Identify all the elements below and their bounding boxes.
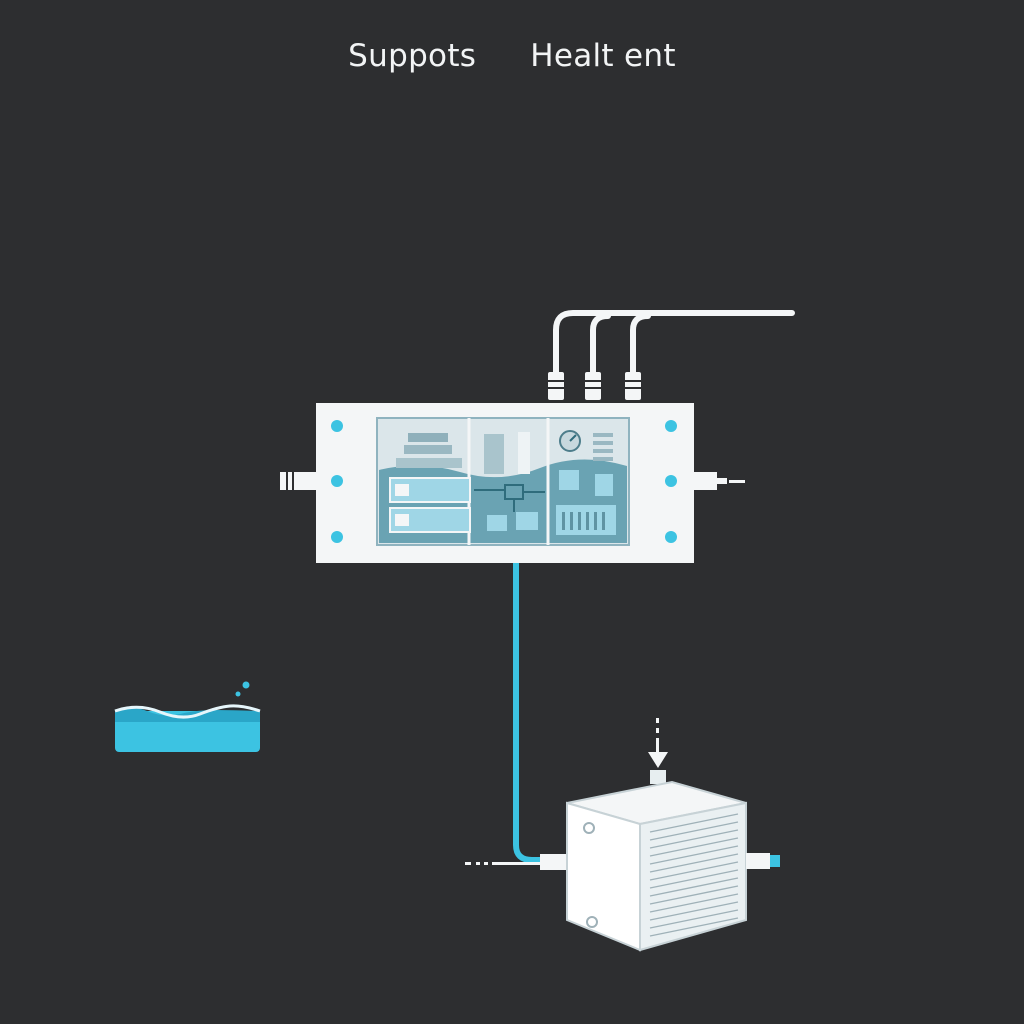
radiator-fins	[649, 813, 739, 937]
panel-left	[389, 433, 471, 533]
control-unit-icon	[280, 403, 745, 563]
radiator-unit-icon	[465, 718, 780, 952]
diagram-title: Suppots Healt ent	[0, 38, 1024, 74]
coolant-line	[513, 563, 555, 863]
title-left-word: Suppots	[348, 38, 477, 74]
outlet-dash	[465, 862, 540, 865]
status-dots	[331, 420, 677, 543]
panel-middle	[474, 432, 545, 531]
water-basin-icon	[114, 681, 261, 752]
title-right-word: Healt ent	[530, 38, 676, 74]
inlet-arrow	[648, 718, 668, 784]
pipe-connectors	[548, 372, 641, 400]
supply-pipes	[553, 310, 795, 375]
panel-right	[556, 430, 616, 535]
